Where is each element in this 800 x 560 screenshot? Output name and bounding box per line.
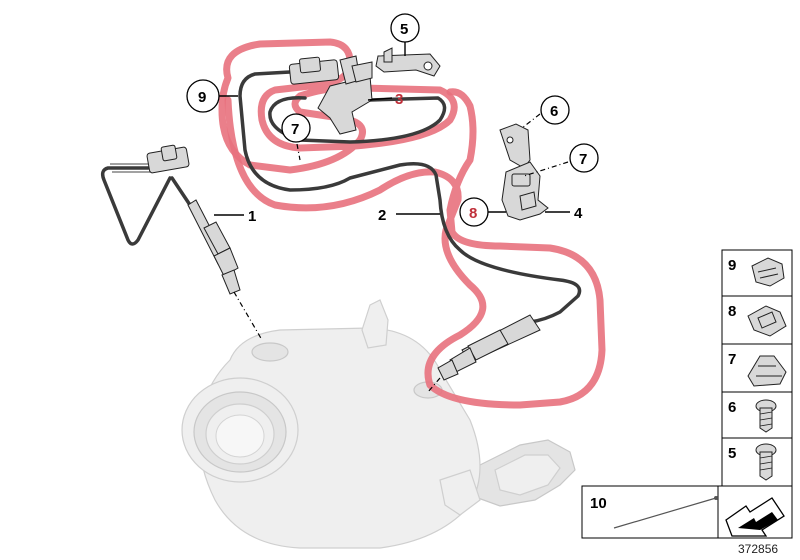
arrow-icon — [725, 497, 785, 537]
callout-7a-circle — [281, 113, 311, 143]
callout-4: 4 — [574, 205, 583, 222]
item-10-panel: 10 — [581, 485, 793, 539]
callout-6: 6 — [550, 103, 558, 120]
screw-5-icon — [755, 443, 777, 481]
callout-8-circle — [459, 197, 489, 227]
clip-7-icon — [747, 355, 787, 387]
legend-label-9: 9 — [728, 257, 736, 274]
callout-3: 3 — [395, 91, 403, 108]
legend-label-8: 8 — [728, 303, 736, 320]
clip-9-icon — [751, 257, 785, 287]
item-10-label: 10 — [590, 495, 607, 512]
legend-label-6: 6 — [728, 399, 736, 416]
cable-tie-icon — [613, 497, 717, 529]
bracket-3 — [317, 55, 373, 135]
highlight-outline-loop — [224, 88, 606, 409]
legend-label-7: 7 — [728, 351, 736, 368]
callout-9: 9 — [198, 89, 206, 106]
callout-5: 5 — [400, 21, 408, 38]
catalytic-converter — [181, 299, 576, 549]
callout-1: 1 — [248, 208, 256, 225]
oxygen-sensor-1 — [100, 144, 263, 341]
bracket-5 — [375, 47, 441, 77]
callout-9-circle — [186, 79, 220, 113]
callout-2: 2 — [378, 207, 386, 224]
leader-lines — [214, 42, 570, 216]
callout-5-circle — [390, 13, 420, 43]
bracket-assembly-4 — [499, 123, 549, 221]
clip-8-icon — [747, 305, 787, 337]
legend-panel: 9 8 7 6 5 — [721, 249, 793, 487]
callout-6-circle — [540, 95, 570, 125]
callout-7b: 7 — [579, 151, 587, 168]
callout-7b-circle — [569, 143, 599, 173]
callout-7a: 7 — [291, 121, 299, 138]
diagram-reference-number: 372856 — [738, 542, 778, 556]
legend-label-5: 5 — [728, 445, 736, 462]
screw-6-icon — [755, 399, 777, 433]
callout-8: 8 — [469, 205, 477, 222]
